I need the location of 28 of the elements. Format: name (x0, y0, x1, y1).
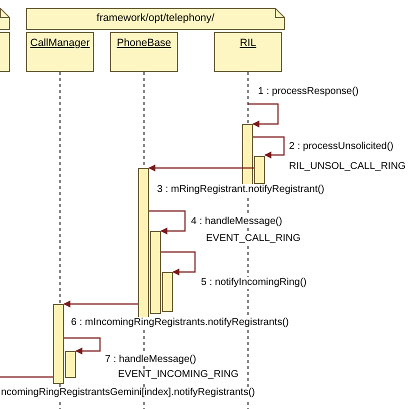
activation-bar (150, 231, 161, 314)
message-arrow (149, 210, 186, 234)
message-label: 1 : processResponse() (257, 86, 360, 98)
event-label: EVENT_CALL_RING (205, 233, 302, 245)
message-arrow (148, 164, 254, 172)
message-label: 7 : handleMessage() (104, 354, 198, 366)
activation-bar (162, 272, 173, 312)
event-label: EVENT_INCOMING_RING (117, 369, 240, 381)
message-label: ncomingRingRegistrantsGemini[index].notifyRegistrants() (0, 387, 256, 399)
activation-bar (65, 351, 76, 378)
message-label: 5 : notifyIncomingRing() (200, 277, 308, 289)
message-label: 2 : processUnsolicited() (288, 141, 394, 153)
message-arrow (248, 103, 279, 128)
message-label: 3 : mRingRegistrant.notifyRegistrant() (156, 184, 326, 196)
message-label: 4 : handleMessage() (190, 216, 284, 228)
lifeline-head-box: CallManager (26, 32, 94, 72)
lifeline-head-box: PhoneBase (110, 32, 178, 72)
activation-bar (53, 304, 64, 384)
activation-bar (254, 156, 265, 184)
message-arrow (64, 337, 101, 354)
event-label: RIL_UNSOL_CALL_RING (288, 161, 407, 173)
message-arrow (253, 136, 285, 158)
activation-bar (138, 168, 149, 318)
package-title: framework/opt/telephony/ (96, 12, 214, 24)
message-arrow (63, 300, 138, 308)
message-label: 6 : mIncomingRingRegistrants.notifyRegistrants() (70, 317, 290, 329)
message-arrow (161, 251, 196, 276)
lifeline-head-box: RIL (214, 32, 282, 72)
